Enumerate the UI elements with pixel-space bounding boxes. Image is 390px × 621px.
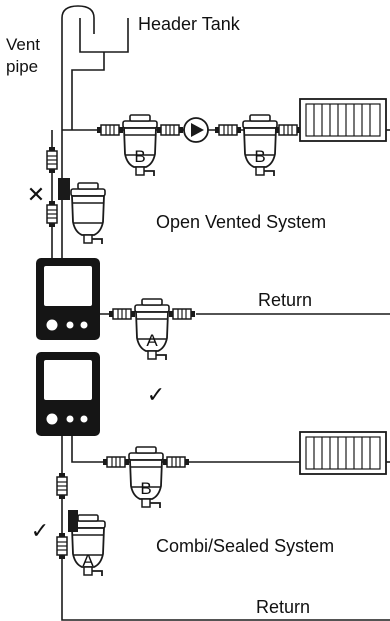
open-vented-system-label: Open Vented System (156, 212, 326, 232)
boiler-tick-mark: ✓ (147, 382, 165, 407)
boiler-upper (36, 258, 100, 340)
combi-sealed-system-label: Combi/Sealed System (156, 536, 334, 556)
filter-letter-upper-right: B (254, 147, 265, 166)
cold-feed-pipe (71, 52, 105, 130)
header-tank (79, 18, 129, 53)
filter-combi-flow (128, 446, 164, 509)
filter-upper-left (122, 114, 158, 177)
vent-label: Vent (6, 35, 40, 54)
vent-cross-mark: ✕ (27, 182, 45, 207)
filter-letter-boiler-return: A (146, 331, 158, 350)
filter-letter-combi-flow: B (140, 479, 151, 498)
header-tank-label: Header Tank (138, 14, 241, 34)
return-upper-label: Return (258, 290, 312, 310)
combi-tick-mark: ✓ (31, 518, 49, 543)
radiator-upper (299, 98, 387, 142)
filter-letter-combi-side: A (82, 551, 94, 570)
vent-side-filter (70, 182, 106, 245)
return-lower-label: Return (256, 597, 310, 617)
pump-icon (183, 117, 209, 143)
pipe-label: pipe (6, 57, 38, 76)
filter-letter-upper-left: B (134, 147, 145, 166)
vent-pipe (61, 5, 95, 264)
radiator-lower (299, 431, 387, 475)
boiler-combi (36, 352, 100, 436)
filter-upper-right (242, 114, 278, 177)
filter-boiler-return (134, 298, 170, 361)
combi-flow-pipe (71, 436, 300, 463)
